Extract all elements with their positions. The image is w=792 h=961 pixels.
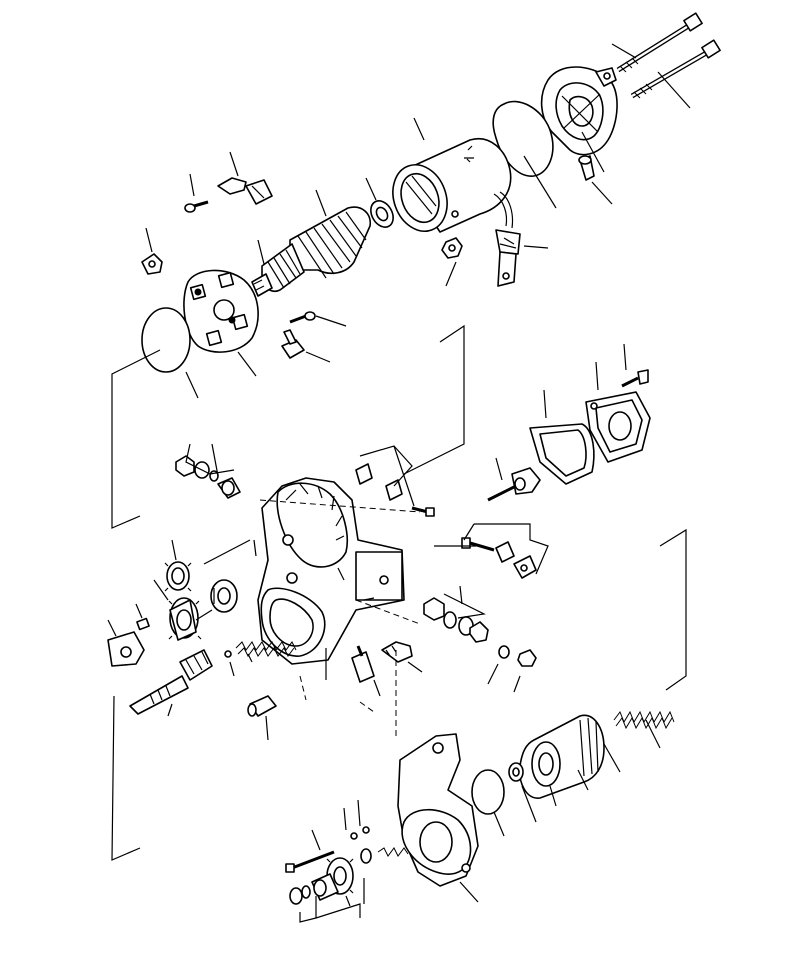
return-spring <box>235 641 297 657</box>
gear-housing <box>257 477 405 665</box>
field-lead-terminal <box>495 229 521 287</box>
armature-rear-bearing <box>370 200 394 228</box>
yoke-field-housing <box>392 137 514 233</box>
brush <box>245 179 273 205</box>
idler-gear <box>164 561 192 592</box>
pinion-shaft-bearing <box>247 695 277 717</box>
front-housing <box>397 733 479 887</box>
shift-lever-block <box>107 631 145 667</box>
terminal-stud-bolt <box>381 641 413 663</box>
retainer-pin <box>136 617 150 631</box>
brush-holder-insulator <box>141 307 191 373</box>
brush-spring <box>217 177 247 195</box>
lever-bolt <box>461 537 495 552</box>
pinion-bolt <box>285 850 335 873</box>
assembly-guide-lines <box>259 499 421 740</box>
yoke-nut <box>441 237 463 259</box>
washer-small <box>498 645 510 659</box>
through-bolt-upper <box>616 12 703 73</box>
brush-holder <box>183 269 259 353</box>
brush-holder-nut <box>141 253 163 275</box>
solenoid-cover <box>585 391 651 463</box>
nut-small <box>517 649 537 667</box>
stud-terminal <box>351 645 375 683</box>
rear-cover-bushing <box>578 155 595 181</box>
solenoid-cover-bolt <box>621 369 649 388</box>
solenoid-gasket <box>529 423 595 485</box>
lever-bracket <box>495 541 537 579</box>
bushing-insulator <box>217 477 241 499</box>
clutch-spring <box>613 710 675 730</box>
pinion-washer-set <box>289 826 372 905</box>
plunger <box>487 467 541 502</box>
reduction-gear <box>168 597 202 641</box>
leader-lines <box>107 43 691 923</box>
through-bolt-lower <box>630 39 721 99</box>
terminal-clip-set <box>355 463 435 517</box>
idler-gear-bearing <box>210 579 238 613</box>
pinion-shaft <box>129 649 213 715</box>
pinion-spring <box>377 847 409 857</box>
contact-nut-set <box>175 455 219 482</box>
pinion-stopper <box>311 873 339 901</box>
brush-screw <box>184 200 209 213</box>
armature <box>251 206 372 297</box>
insulator-bushing-set <box>423 597 489 643</box>
terminal-screw <box>289 311 316 324</box>
clutch-collar <box>508 762 524 782</box>
steel-ball <box>224 650 232 658</box>
overrunning-clutch <box>518 714 605 799</box>
rear-end-cover <box>540 66 618 156</box>
yoke-gasket <box>492 100 554 177</box>
front-seal <box>471 769 505 815</box>
terminal-bracket <box>281 329 305 359</box>
